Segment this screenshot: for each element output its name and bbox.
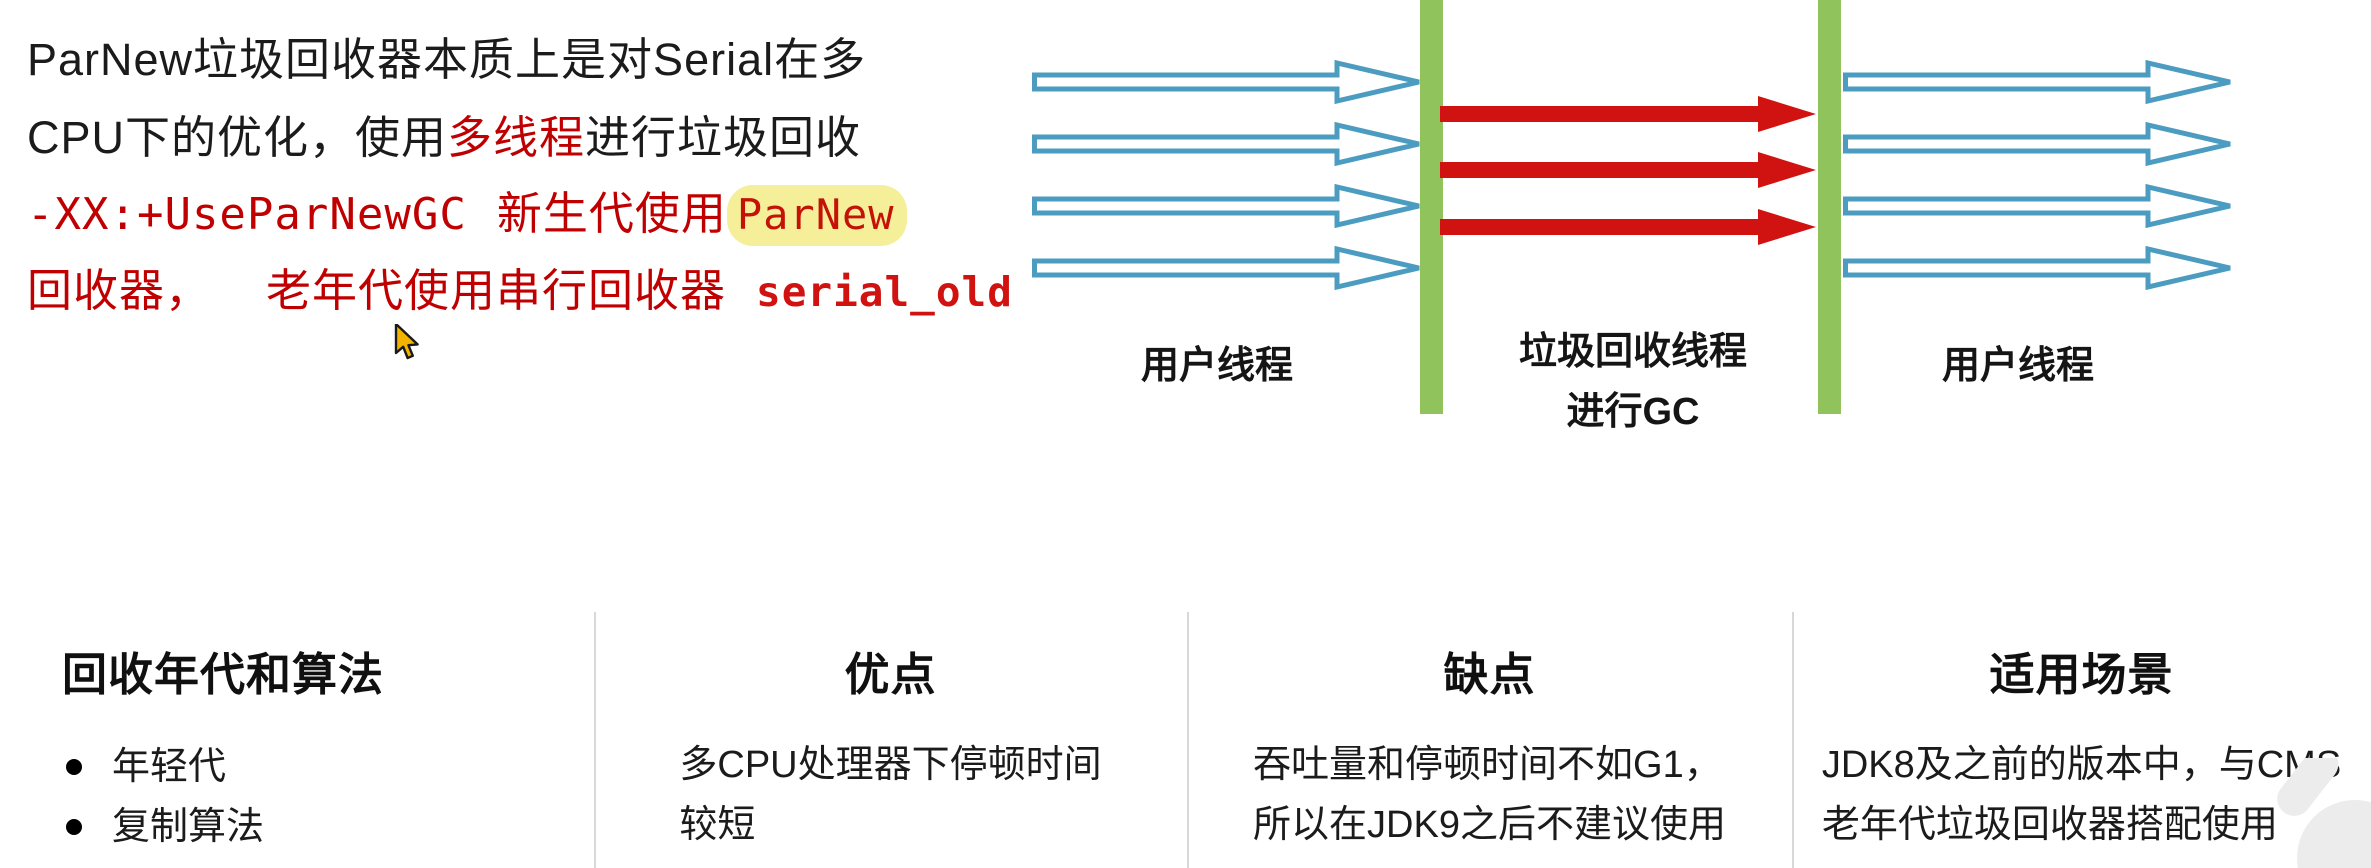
gc-thread-arrow-icon <box>1440 152 1818 193</box>
column-header: 适用场景 <box>1989 649 2174 700</box>
column-use-cases: 适用场景 JDK8及之前的版本中，与CMS 老年代垃圾回收器搭配使用 <box>1792 638 2371 855</box>
paragraph-line-4: 回收器， 老年代使用串行回收器 serial_old <box>27 263 1013 320</box>
list-item: 复制算法 <box>62 797 562 857</box>
user-thread-arrow-icon <box>1843 182 2233 235</box>
column-text: 多CPU处理器下停顿时间 较短 <box>679 735 1101 855</box>
user-thread-arrow-icon <box>1032 182 1422 235</box>
paragraph-line-2: CPU下的优化，使用多线程进行垃圾回收 <box>27 110 861 166</box>
paragraph-line-2-pre: CPU下的优化，使用 <box>27 112 448 163</box>
column-text-line: 老年代垃圾回收器搭配使用 <box>1821 804 2278 846</box>
parnew-highlight: ParNew <box>726 185 907 246</box>
paragraph-line-4-mid: 老年代使用串行回收器 <box>266 265 727 316</box>
paragraph-line-3-mid: 新生代使用 <box>496 188 727 239</box>
paragraph-line-1-text: ParNew垃圾回收器本质上是对Serial在多 <box>27 34 867 85</box>
gc-thread-label-line1: 垃圾回收线程 <box>1518 331 1747 373</box>
column-text-line: 吞吐量和停顿时间不如G1， <box>1253 744 1722 786</box>
column-header: 优点 <box>844 649 937 700</box>
bullet-list: 年轻代 复制算法 <box>62 737 562 857</box>
user-thread-arrow-icon <box>1032 244 1422 297</box>
column-disadvantages: 缺点 吞吐量和停顿时间不如G1， 所以在JDK9之后不建议使用 <box>1187 638 1792 855</box>
gc-thread-arrow-icon <box>1440 209 1818 250</box>
paragraph-line-2-red: 多线程 <box>447 112 586 163</box>
gc-thread-label-line2: 进行GC <box>1566 391 1700 433</box>
column-header: 回收年代和算法 <box>62 649 385 700</box>
stop-the-world-bar-right <box>1818 0 1841 414</box>
player-overlay-ghost-icon <box>2237 747 2371 868</box>
column-text-line: 多CPU处理器下停顿时间 <box>679 744 1102 786</box>
paragraph-line-1: ParNew垃圾回收器本质上是对Serial在多 <box>27 32 866 88</box>
column-divider <box>1187 612 1189 868</box>
column-text: JDK8及之前的版本中，与CMS 老年代垃圾回收器搭配使用 <box>1822 735 2341 855</box>
user-thread-arrow-icon <box>1843 244 2233 297</box>
user-thread-label-left: 用户线程 <box>1140 345 1293 387</box>
jvm-flag-code: -XX:+UseParNewGC <box>27 189 467 240</box>
column-text-line: 所以在JDK9之后不建议使用 <box>1253 804 1726 846</box>
stop-the-world-bar-left <box>1420 0 1443 414</box>
column-text-line: 较短 <box>679 804 756 846</box>
serial-old-code: serial_old <box>756 268 1013 316</box>
list-item: 年轻代 <box>62 737 562 797</box>
gc-thread-arrow-icon <box>1440 96 1818 137</box>
paragraph-line-4-pre: 回收器， <box>27 265 212 316</box>
column-generation-algorithm: 回收年代和算法 年轻代 复制算法 <box>62 638 562 857</box>
user-thread-arrow-icon <box>1032 120 1422 173</box>
user-thread-arrow-icon <box>1843 120 2233 173</box>
column-divider <box>594 612 596 868</box>
mouse-cursor-icon <box>394 322 424 365</box>
column-text-line: JDK8及之前的版本中，与CMS <box>1821 744 2342 786</box>
user-thread-label-right: 用户线程 <box>1941 345 2094 387</box>
user-thread-arrow-icon <box>1843 58 2233 111</box>
column-text: 吞吐量和停顿时间不如G1， 所以在JDK9之后不建议使用 <box>1253 735 1726 855</box>
column-advantages: 优点 多CPU处理器下停顿时间 较短 <box>594 638 1187 855</box>
column-header: 缺点 <box>1443 649 1536 700</box>
paragraph-line-2-post: 进行垃圾回收 <box>585 112 862 163</box>
user-thread-arrow-icon <box>1032 58 1422 111</box>
column-divider <box>1792 612 1794 868</box>
